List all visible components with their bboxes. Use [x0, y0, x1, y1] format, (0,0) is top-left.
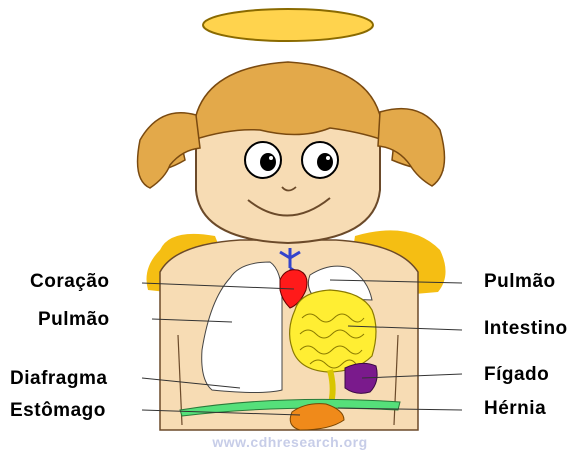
- intestine: [290, 290, 376, 372]
- halo: [203, 9, 373, 41]
- left-pigtail: [138, 113, 200, 188]
- label-pulmao-left: Pulmão: [38, 309, 110, 331]
- right-eye-shine: [326, 156, 330, 160]
- label-intestino: Intestino: [484, 318, 568, 340]
- left-pupil: [260, 153, 276, 171]
- left-eye-shine: [269, 156, 273, 160]
- hair-top: [193, 62, 383, 140]
- label-figado: Fígado: [484, 364, 549, 386]
- right-pigtail: [378, 109, 445, 186]
- watermark: www.cdhresearch.org: [0, 434, 580, 450]
- liver: [345, 363, 377, 393]
- label-diafragma: Diafragma: [10, 368, 107, 390]
- label-estomago: Estômago: [10, 400, 106, 422]
- label-hernia: Hérnia: [484, 398, 546, 420]
- label-pulmao-right: Pulmão: [484, 271, 556, 293]
- label-coracao: Coração: [30, 271, 110, 293]
- right-pupil: [317, 153, 333, 171]
